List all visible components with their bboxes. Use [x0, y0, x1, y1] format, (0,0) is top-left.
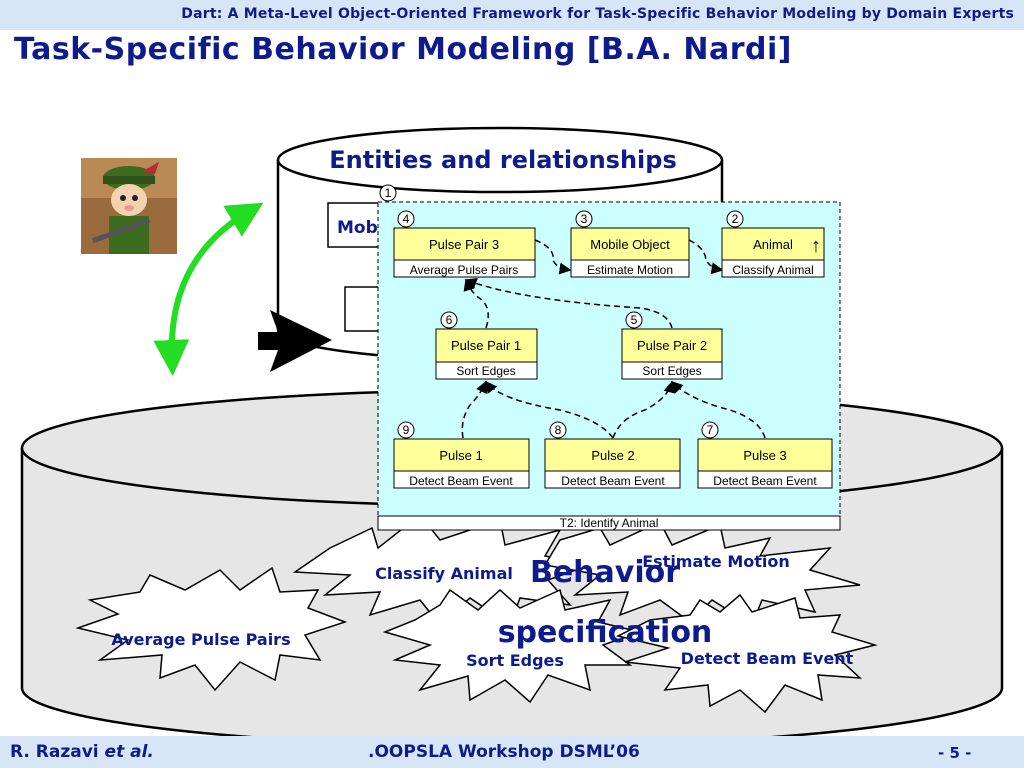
node-number: 8 — [555, 423, 562, 437]
node-name: Pulse Pair 2 — [637, 338, 707, 353]
behavior-label-line1: Behavior — [530, 555, 680, 590]
entities-label: Entities and relationships — [329, 146, 676, 174]
node-mobile-object — [570, 210, 690, 278]
footer-authors: R. Razavi et al. — [10, 742, 154, 762]
node-pulse-pair-2 — [621, 311, 723, 380]
node-pulse-3 — [697, 421, 833, 489]
burst-label-estimate-motion: Estimate Motion — [642, 552, 790, 571]
entity-box-partial-text: Mob — [337, 218, 378, 238]
footer-et-al: et al. — [104, 742, 154, 762]
node-name: Pulse 3 — [743, 448, 786, 463]
header-bar — [0, 0, 1024, 30]
node-number: 5 — [631, 313, 638, 327]
node-number: 4 — [403, 212, 410, 226]
node-name: Mobile Object — [590, 237, 670, 252]
node-number: 3 — [581, 212, 588, 226]
node-action: Detect Beam Event — [561, 474, 665, 488]
node-number: 6 — [446, 313, 453, 327]
green-double-arrow — [153, 202, 264, 376]
burst-average-pulse-pairs — [75, 566, 348, 692]
burst-shapes — [75, 513, 878, 714]
node-action: Average Pulse Pairs — [410, 263, 519, 277]
burst-detect-beam-event — [615, 593, 878, 714]
panel-number: 1 — [385, 186, 392, 200]
node-action: Estimate Motion — [587, 263, 673, 277]
node-number: 7 — [707, 423, 714, 437]
footer-venue: .OOPSLA Workshop DSML’06 — [368, 742, 640, 762]
up-arrow-icon: ↑ — [811, 235, 821, 257]
node-action: Detect Beam Event — [713, 474, 817, 488]
burst-label-detect-beam-event: Detect Beam Event — [681, 649, 854, 668]
black-arrow — [258, 310, 332, 372]
node-number: 9 — [403, 423, 410, 437]
burst-sort-edges — [382, 588, 643, 704]
node-pulse-pair-1 — [435, 311, 538, 380]
slide-title: Task-Specific Behavior Modeling [B.A. Na… — [14, 32, 792, 67]
burst-label-classify-animal: Classify Animal — [375, 564, 513, 583]
node-name: Pulse 2 — [591, 448, 634, 463]
behavior-label-line2: specification — [498, 615, 713, 650]
node-name: Pulse 1 — [439, 448, 482, 463]
dependency-arrows — [461, 239, 766, 439]
burst-estimate-motion — [543, 521, 861, 627]
burst-classify-animal — [292, 513, 593, 627]
node-action: Detect Beam Event — [409, 474, 513, 488]
node-pulse-1 — [393, 421, 530, 489]
node-action: Sort Edges — [456, 364, 515, 378]
node-action: Classify Animal — [732, 263, 813, 277]
panel-caption: T2: Identify Animal — [560, 516, 659, 530]
node-pulse-pair-3 — [393, 210, 536, 278]
footer-author-name: R. Razavi — [10, 742, 99, 762]
node-action: Sort Edges — [642, 364, 701, 378]
node-name: Pulse Pair 1 — [451, 338, 521, 353]
burst-label-average-pulse-pairs: Average Pulse Pairs — [111, 630, 290, 649]
node-name: Pulse Pair 3 — [429, 237, 499, 252]
node-name: Animal — [753, 237, 793, 252]
node-number: 2 — [732, 212, 739, 226]
node-animal — [721, 210, 825, 278]
cartoon-hunter-avatar — [81, 158, 177, 254]
footer-page-number: - 5 - — [938, 744, 972, 762]
node-pulse-2 — [544, 421, 681, 489]
burst-label-sort-edges: Sort Edges — [466, 651, 564, 670]
header-title: Dart: A Meta-Level Object-Oriented Frame… — [181, 6, 1014, 22]
footer-bar — [0, 736, 1024, 768]
